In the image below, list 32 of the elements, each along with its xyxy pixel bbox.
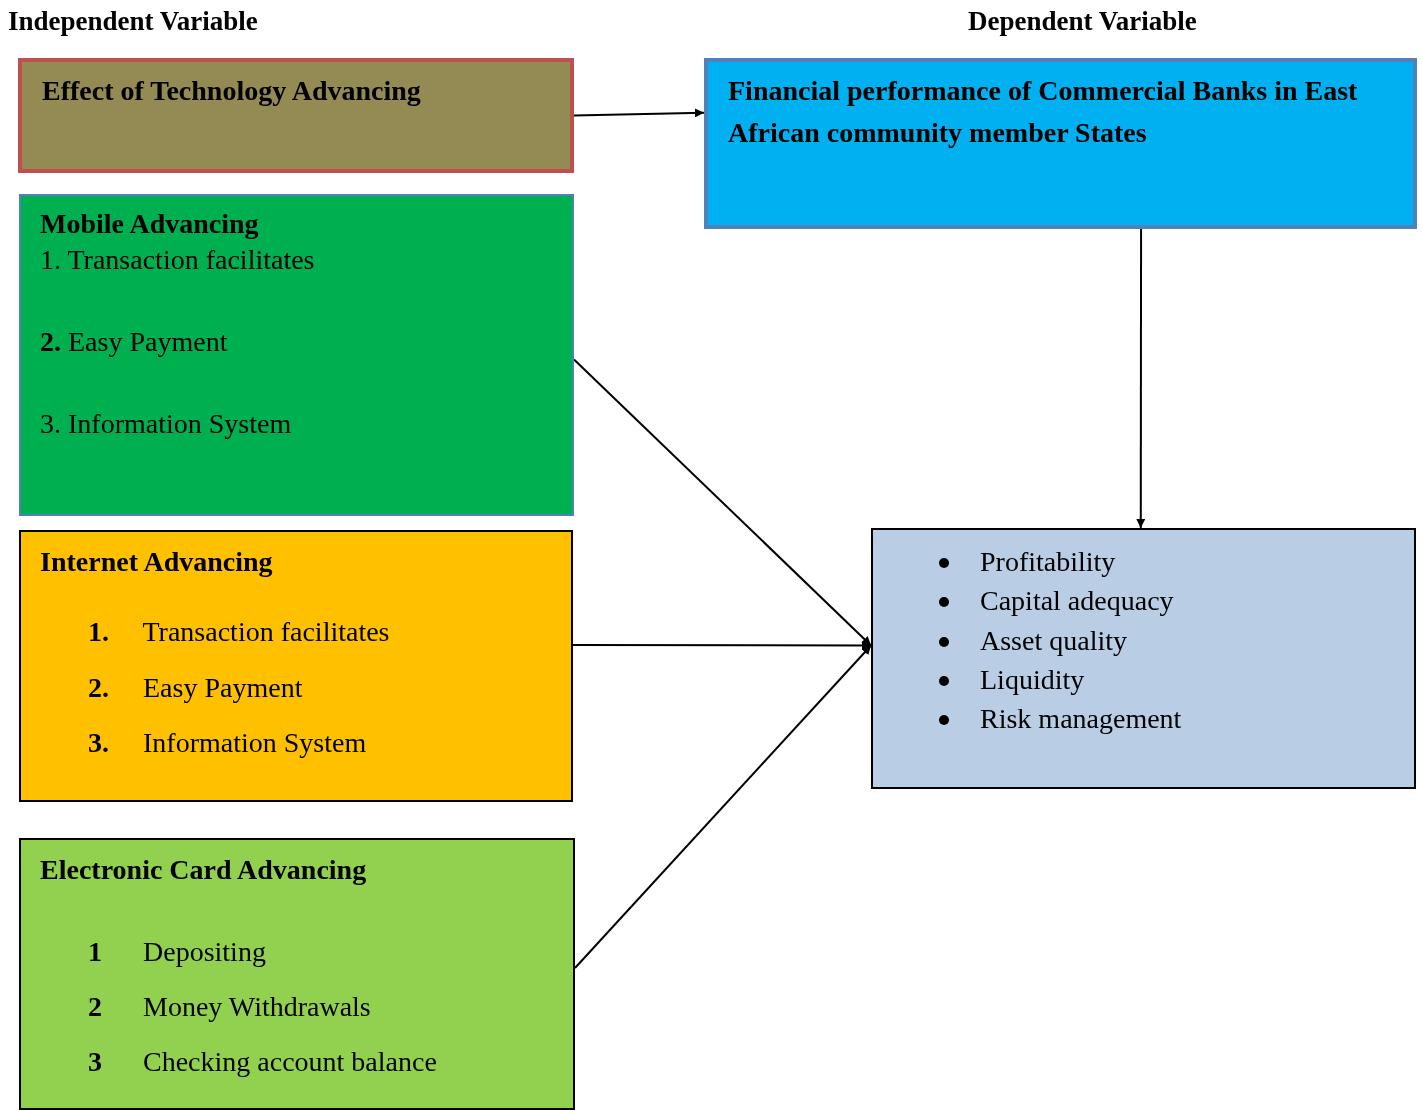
- list-item: 2. Easy Payment: [40, 326, 228, 358]
- variable-box: [19, 530, 573, 802]
- variable-box: [19, 194, 574, 516]
- variable-box: [18, 58, 574, 173]
- arrow: [573, 358, 872, 647]
- bullet-item: Risk management: [939, 703, 1182, 736]
- list-item: 3 Checking account balance: [88, 1046, 437, 1078]
- list-item: 1 Depositing: [88, 936, 266, 968]
- list-item: 2 Money Withdrawals: [88, 991, 371, 1023]
- column-heading: Dependent Variable: [968, 6, 1197, 36]
- list-item: 1. Transaction facilitates: [88, 616, 390, 648]
- box-heading: Electronic Card Advancing: [40, 854, 367, 886]
- arrow: [1136, 228, 1146, 529]
- list-item: 1. Transaction facilitates: [40, 244, 315, 276]
- bullet-item: Profitability: [939, 546, 1116, 578]
- arrow: [573, 108, 705, 118]
- box-heading: Internet Advancing: [40, 546, 273, 578]
- variable-box: [19, 838, 575, 1110]
- box-title: Effect of Technology Advancing: [42, 74, 422, 108]
- bullet-item: Asset quality: [939, 624, 1127, 657]
- column-heading: Independent Variable: [8, 6, 258, 36]
- arrow: [572, 640, 872, 650]
- box-title: Financial performance of Commercial Banks in East African community member States: [728, 74, 1359, 150]
- arrow: [574, 644, 872, 969]
- variable-box: [704, 58, 1417, 229]
- variable-box: [871, 528, 1416, 789]
- bullet-item: Liquidity: [939, 663, 1085, 696]
- bullet-item: Capital adequacy: [939, 585, 1174, 618]
- box-heading: Mobile Advancing: [40, 208, 259, 240]
- list-item: 2. Easy Payment: [88, 671, 303, 704]
- list-item: 3. Information System: [88, 727, 367, 759]
- list-item: 3. Information System: [40, 408, 292, 440]
